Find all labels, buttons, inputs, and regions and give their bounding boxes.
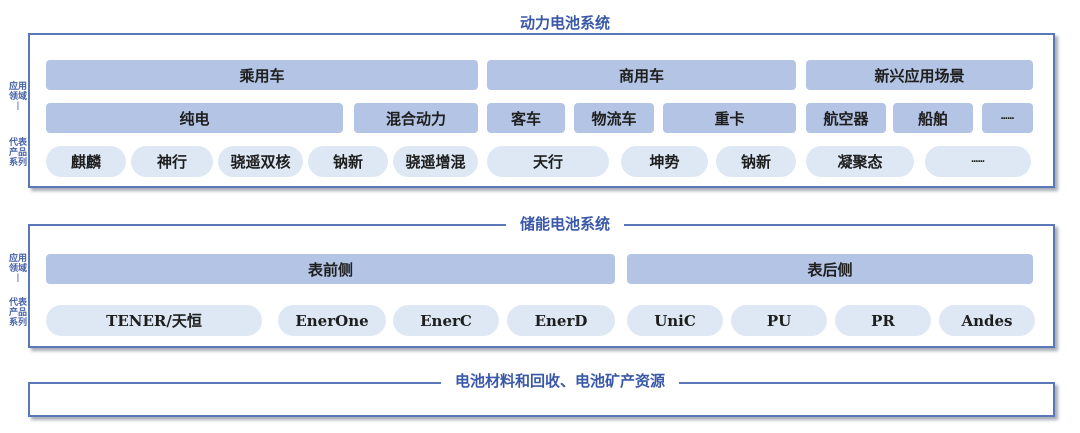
product-tianxing: 天行 bbox=[487, 146, 609, 177]
storage-side-label-application: 应用 领域 | bbox=[8, 254, 27, 282]
category-commercial-vehicle: 商用车 bbox=[487, 60, 796, 90]
product-more: ┅┅ bbox=[925, 146, 1031, 177]
subcategory-aircraft: 航空器 bbox=[806, 103, 886, 133]
subcategory-more: ┅┅ bbox=[982, 103, 1033, 133]
product-kunshi: 坤势 bbox=[621, 146, 708, 177]
product-condensed-state: 凝聚态 bbox=[806, 146, 914, 177]
category-emerging-applications: 新兴应用场景 bbox=[806, 60, 1033, 90]
power-side-label-products: 代表 产品 系列 bbox=[6, 138, 30, 168]
side-text: 代表 bbox=[8, 298, 27, 308]
product-pr: PR bbox=[835, 305, 931, 336]
side-text: 产品 bbox=[8, 148, 27, 158]
power-side-label-application: 应用 领域 | bbox=[8, 82, 27, 110]
power-section-title: 动力电池系统 bbox=[505, 13, 625, 33]
category-behind-the-meter: 表后侧 bbox=[627, 254, 1033, 284]
side-text: 应用 bbox=[8, 82, 27, 92]
product-enerone: EnerOne bbox=[278, 305, 386, 336]
product-unic: UniC bbox=[627, 305, 723, 336]
storage-side-label-products: 代表 产品 系列 bbox=[6, 298, 30, 328]
subcategory-heavy-truck: 重卡 bbox=[663, 103, 796, 133]
category-passenger-car: 乘用车 bbox=[46, 60, 478, 90]
product-andes: Andes bbox=[939, 305, 1035, 336]
product-qilin: 麒麟 bbox=[46, 146, 126, 177]
side-text: 系列 bbox=[8, 158, 27, 168]
product-xiaoyao-dual-core: 骁遥双核 bbox=[218, 146, 303, 177]
product-naxin-commercial: 钠新 bbox=[716, 146, 796, 177]
product-shenxing: 神行 bbox=[131, 146, 213, 177]
materials-section-title: 电池材料和回收、电池矿产资源 bbox=[440, 371, 680, 391]
side-text: 代表 bbox=[8, 138, 27, 148]
side-text: 领域 bbox=[8, 92, 27, 102]
subcategory-pure-electric: 纯电 bbox=[46, 103, 343, 133]
product-tener: TENER/天恒 bbox=[46, 305, 262, 336]
product-enerc: EnerC bbox=[393, 305, 499, 336]
storage-section-title: 储能电池系统 bbox=[505, 214, 625, 234]
side-text: 产品 bbox=[8, 308, 27, 318]
product-xiaoyao-extended-range: 骁遥增混 bbox=[393, 146, 478, 177]
category-front-of-meter: 表前侧 bbox=[46, 254, 615, 284]
product-pu: PU bbox=[731, 305, 827, 336]
subcategory-bus: 客车 bbox=[487, 103, 565, 133]
product-enerd: EnerD bbox=[507, 305, 615, 336]
subcategory-hybrid: 混合动力 bbox=[354, 103, 478, 133]
product-naxin: 钠新 bbox=[308, 146, 388, 177]
side-text: 应用 bbox=[8, 254, 27, 264]
side-text: 系列 bbox=[8, 318, 27, 328]
subcategory-logistics-vehicle: 物流车 bbox=[574, 103, 654, 133]
side-text: 领域 bbox=[8, 264, 27, 274]
subcategory-ship: 船舶 bbox=[893, 103, 973, 133]
